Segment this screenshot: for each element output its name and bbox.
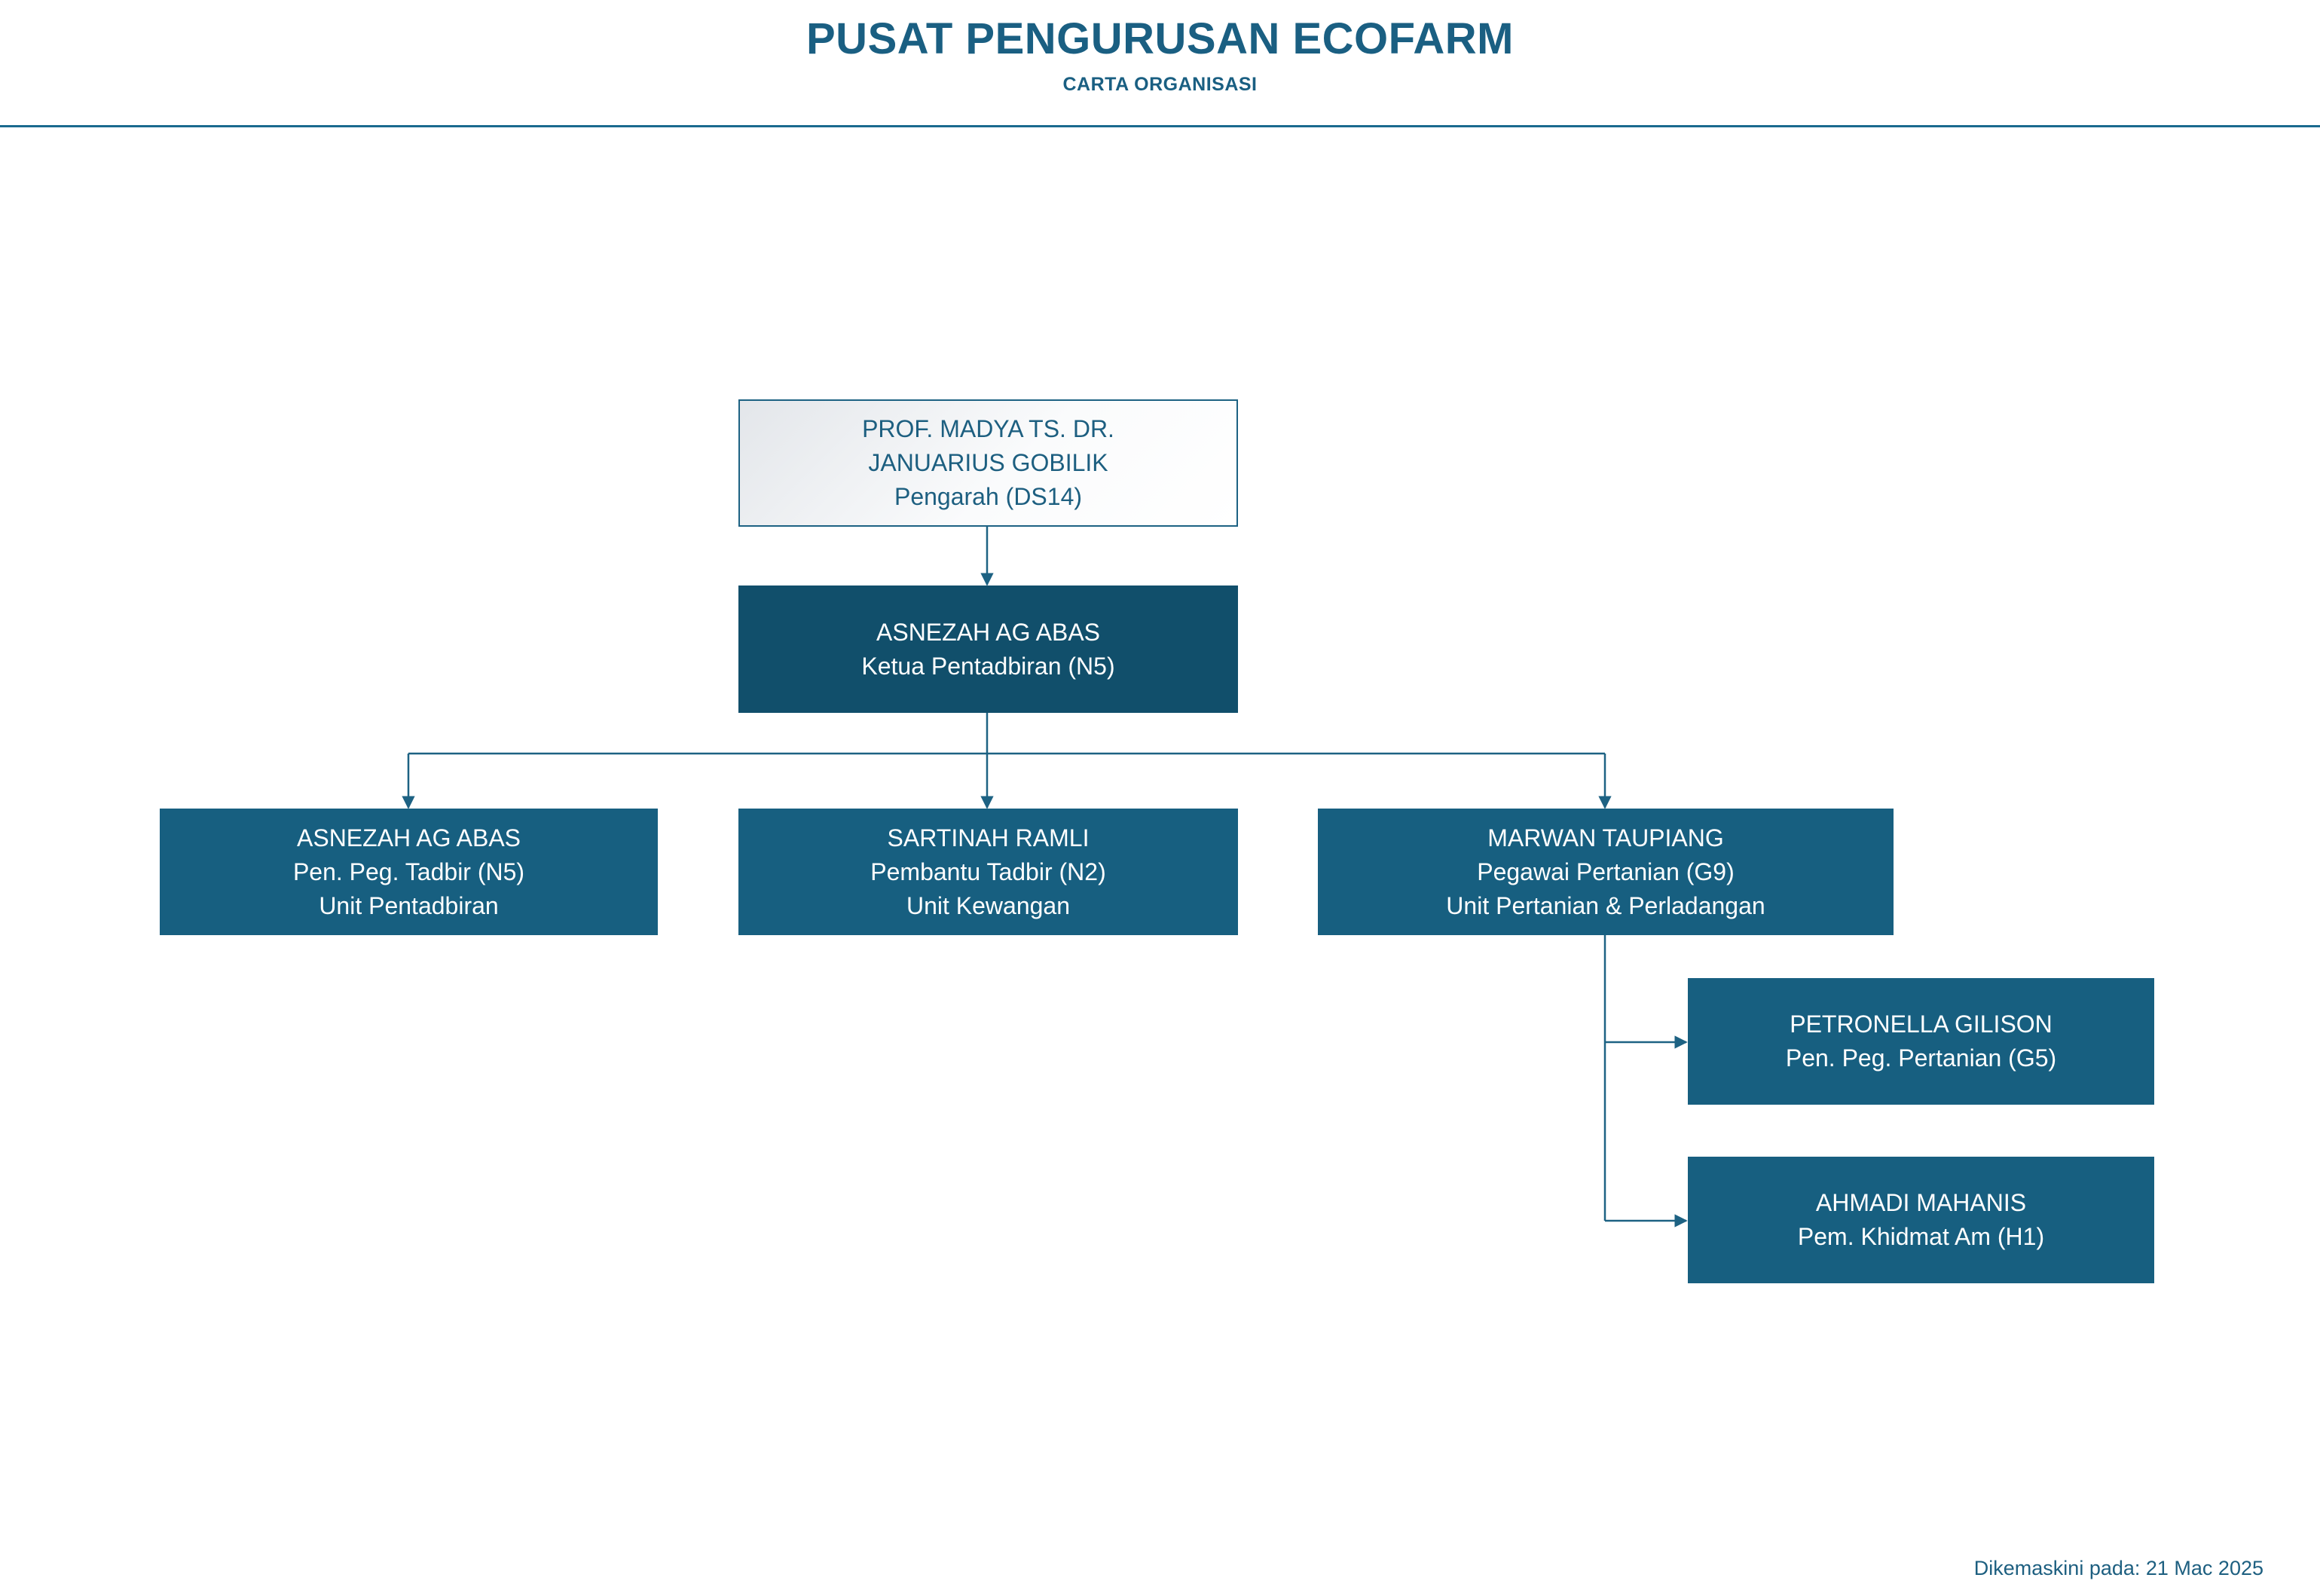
subordinate-role: Pen. Peg. Pertanian (G5) <box>1785 1044 2057 1072</box>
unit-staff-role: Pegawai Pertanian (G9) <box>1477 858 1735 885</box>
subordinate-role: Pem. Khidmat Am (H1) <box>1797 1223 2045 1250</box>
unit-name: Unit Pertanian & Perladangan <box>1446 891 1765 919</box>
unit-name: Unit Pentadbiran <box>319 891 499 919</box>
last-updated-note: Dikemaskini pada: 21 Mac 2025 <box>1973 1557 2263 1579</box>
unit-staff-role: Pembantu Tadbir (N2) <box>870 858 1106 885</box>
director-name: JANUARIUS GOBILIK <box>868 449 1108 476</box>
director-box: PROF. MADYA TS. DR. JANUARIUS GOBILIK Pe… <box>738 399 1238 527</box>
unit-staff-name: MARWAN TAUPIANG <box>1487 824 1724 852</box>
subordinate-box-petronella: PETRONELLA GILISON Pen. Peg. Pertanian (… <box>1688 978 2154 1105</box>
unit-staff-name: SARTINAH RAMLI <box>887 824 1090 852</box>
admin-head-role: Ketua Pentadbiran (N5) <box>861 652 1115 680</box>
header-divider <box>0 125 2320 127</box>
admin-head-box: ASNEZAH AG ABAS Ketua Pentadbiran (N5) <box>738 586 1238 713</box>
unit-box-kewangan: SARTINAH RAMLI Pembantu Tadbir (N2) Unit… <box>738 809 1238 935</box>
unit-staff-name: ASNEZAH AG ABAS <box>297 824 521 852</box>
unit-box-pertanian: MARWAN TAUPIANG Pegawai Pertanian (G9) U… <box>1318 809 1894 935</box>
unit-name: Unit Kewangan <box>906 891 1071 919</box>
director-role: Pengarah (DS14) <box>894 483 1083 510</box>
unit-box-pentadbiran: ASNEZAH AG ABAS Pen. Peg. Tadbir (N5) Un… <box>160 809 658 935</box>
subordinate-box-ahmadi: AHMADI MAHANIS Pem. Khidmat Am (H1) <box>1688 1157 2154 1283</box>
subordinate-name: PETRONELLA GILISON <box>1790 1010 2053 1038</box>
admin-head-name: ASNEZAH AG ABAS <box>876 618 1100 646</box>
director-title: PROF. MADYA TS. DR. <box>862 415 1114 442</box>
subordinate-name: AHMADI MAHANIS <box>1815 1189 2027 1216</box>
page-subtitle: CARTA ORGANISASI <box>1062 74 1258 95</box>
unit-staff-role: Pen. Peg. Tadbir (N5) <box>292 858 525 885</box>
page-title: PUSAT PENGURUSAN ECOFARM <box>806 14 1514 63</box>
